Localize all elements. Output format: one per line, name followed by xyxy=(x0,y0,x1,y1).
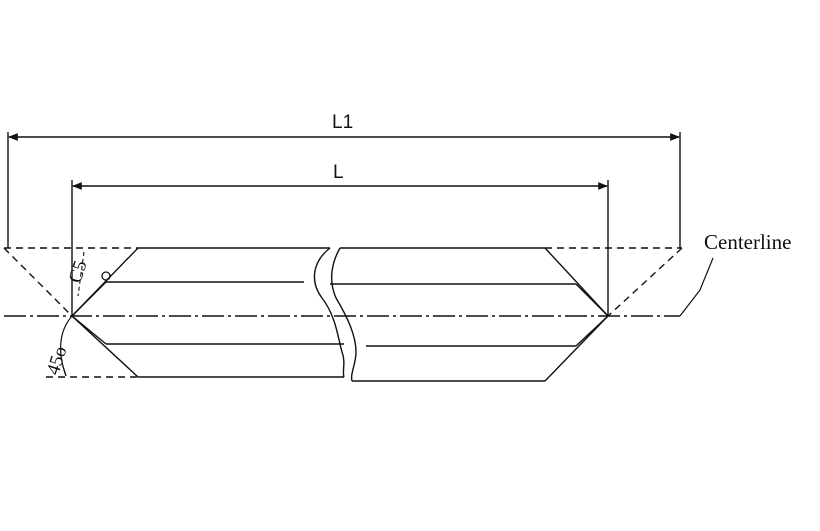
part-body-right xyxy=(330,247,609,382)
label-centerline: Centerline xyxy=(704,230,791,254)
chamfer-inner-top-left xyxy=(71,281,107,317)
left-taper-dashed xyxy=(3,247,73,317)
envelope-dashed xyxy=(3,247,683,378)
label-angle: 45o xyxy=(43,344,72,378)
angle-arrow-tick xyxy=(62,365,67,377)
label-l: L xyxy=(333,162,344,183)
chamfer-bottom-right xyxy=(544,315,609,382)
chamfer-bottom-left xyxy=(71,315,139,378)
break-line-right xyxy=(330,247,357,382)
chamfer-marker xyxy=(101,271,111,281)
label-l1: L1 xyxy=(332,112,353,133)
part-body-left xyxy=(71,247,344,378)
break-line-left xyxy=(313,247,345,378)
right-taper-dashed xyxy=(607,247,683,317)
label-chamfer: C5 xyxy=(65,258,92,286)
centerline-leader xyxy=(679,257,714,317)
chamfer-inner-top-right xyxy=(575,283,609,317)
chamfer-leader xyxy=(77,251,85,297)
dimension-l1 xyxy=(7,132,681,248)
